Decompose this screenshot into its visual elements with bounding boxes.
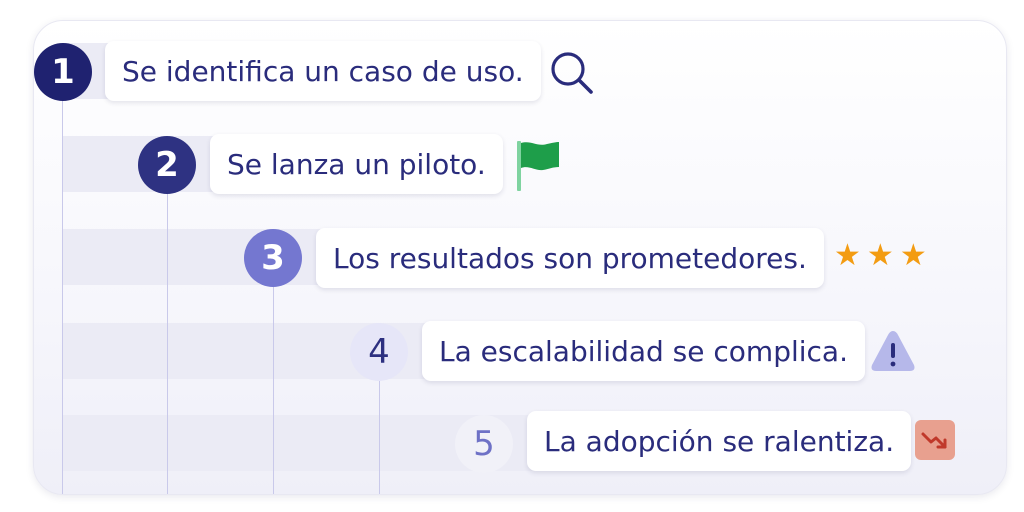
star-icon: ★ [866,238,894,273]
flag-icon [517,141,559,191]
step-label-1: Se identifica un caso de uso. [105,41,541,101]
connector-line-1 [62,73,63,494]
step-label-4: La escalabilidad se complica. [422,321,865,381]
steps-diagram: 1 Se identifica un caso de uso. 2 Se lan… [33,20,1007,495]
step-number-1: 1 [34,43,92,101]
star-icon: ★ [834,238,861,273]
warning-icon [871,331,915,371]
star-icon: ★ [899,238,927,273]
star-rating-icon: ★ ★ ★ [834,241,927,271]
step-number-4: 4 [350,323,408,381]
connector-line-4 [379,353,380,494]
connector-line-2 [167,167,168,494]
connector-line-3 [273,261,274,494]
step-label-2: Se lanza un piloto. [210,134,503,194]
step-label-5: La adopción se ralentiza. [527,411,912,471]
band-3 [63,229,353,285]
step-number-3: 3 [244,229,302,287]
step-label-3: Los resultados son prometedores. [316,228,824,288]
search-icon [551,52,593,94]
step-number-5: 5 [455,415,513,473]
step-number-2: 2 [138,136,196,194]
trending-down-icon [915,420,955,460]
